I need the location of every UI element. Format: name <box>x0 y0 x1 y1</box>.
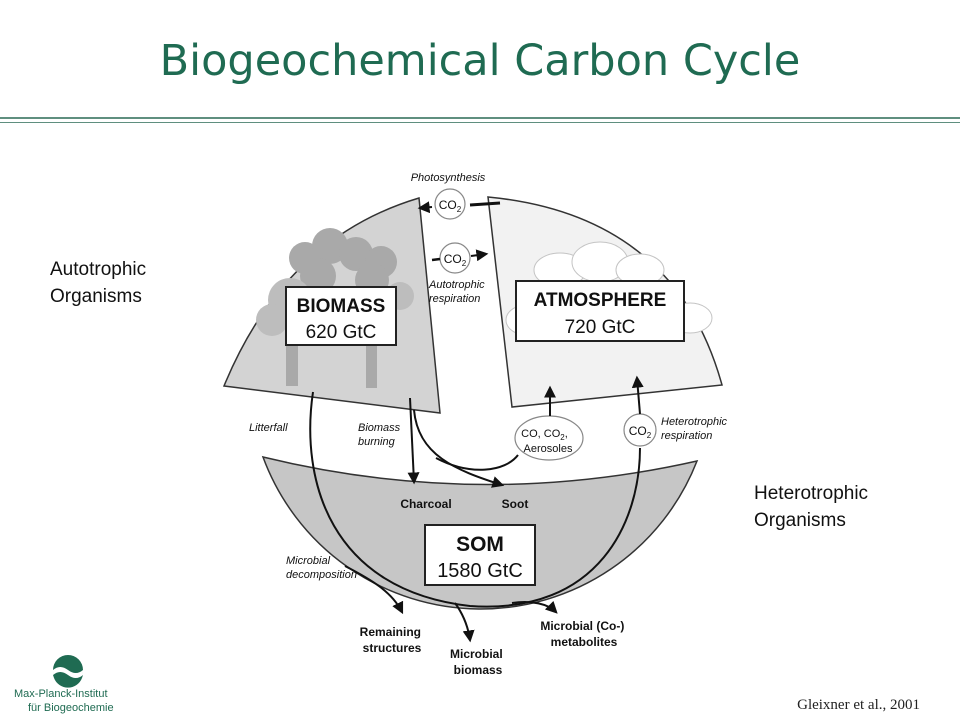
co2-autotrophic-label: CO2 <box>444 252 467 268</box>
logo-line-1: Max-Planck-Institut <box>14 688 108 700</box>
carbon-loop-arrow <box>309 391 641 608</box>
atmosphere-amount: 720 GtC <box>565 317 636 338</box>
co2-heterotrophic-label: CO2 <box>629 424 652 440</box>
institute-logo: Max-Planck-Institut für Biogeochemie <box>14 687 164 715</box>
logo-line-2: für Biogeochemie <box>28 702 114 714</box>
emissions-connector <box>435 454 519 471</box>
remaining-structures-label: Remaining structures <box>360 625 425 655</box>
som-amount: 1580 GtC <box>437 560 523 582</box>
biomass-burning-to-soot-arrow <box>413 409 505 488</box>
heterotrophic-respiration-up-arrow <box>631 375 644 415</box>
atmosphere-box <box>515 280 685 342</box>
citation: Gleixner et al., 2001 <box>797 697 920 713</box>
atmosphere-name: ATMOSPHERE <box>534 290 667 311</box>
photosynthesis-arrow-head <box>417 201 433 214</box>
microbial-biomass-label: Microbial biomass <box>450 647 506 677</box>
title-rule-thin <box>0 122 960 123</box>
heterotrophic-line-1: Heterotrophic <box>754 483 869 504</box>
som-box <box>424 524 536 586</box>
biomass-amount: 620 GtC <box>306 322 377 343</box>
title-rule <box>0 117 960 119</box>
autotrophic-respiration-arrow <box>470 249 489 262</box>
heterotrophic-line-2: Organisms <box>754 510 846 531</box>
autotrophic-respiration-label: Autotrophic respiration <box>428 279 488 305</box>
soot-label: Soot <box>502 497 529 511</box>
emissions-label: CO, CO2, Aerosoles <box>521 428 573 455</box>
to-microbial-metabolites-arrow <box>511 600 558 614</box>
biomass-burning-label: Biomass burning <box>358 422 403 448</box>
autotrophic-organisms-label: Autotrophic Organisms <box>50 256 146 310</box>
microbial-metabolites-label: Microbial (Co-) metabolites <box>540 619 627 649</box>
biomass-burning-to-charcoal-arrow <box>407 397 420 485</box>
heterotrophic-respiration-label: Heterotrophic respiration <box>661 416 730 442</box>
co2-photosynthesis-label: CO2 <box>439 198 462 214</box>
slide-title: Biogeochemical Carbon Cycle <box>159 36 801 86</box>
autotrophic-line-1: Autotrophic <box>50 259 147 280</box>
biomass-name: BIOMASS <box>297 296 386 317</box>
photosynthesis-label: Photosynthesis <box>411 172 486 184</box>
to-microbial-biomass-arrow <box>454 602 475 643</box>
photosynthesis-arrow <box>469 201 501 207</box>
heterotrophic-organisms-label: Heterotrophic Organisms <box>754 480 868 534</box>
mpi-logo-icon <box>53 655 83 688</box>
co2-autotrophic-circle <box>439 242 471 274</box>
autotrophic-respiration-tail <box>431 257 441 262</box>
som-name: SOM <box>456 533 504 556</box>
litterfall-label: Litterfall <box>249 422 288 434</box>
microbial-decomposition-label: Microbial decomposition <box>286 555 357 581</box>
biomass-box <box>285 286 397 346</box>
autotrophic-line-2: Organisms <box>50 286 142 307</box>
co2-photosynthesis-circle <box>434 188 466 220</box>
charcoal-label: Charcoal <box>400 497 451 511</box>
to-remaining-structures-arrow <box>344 565 404 615</box>
